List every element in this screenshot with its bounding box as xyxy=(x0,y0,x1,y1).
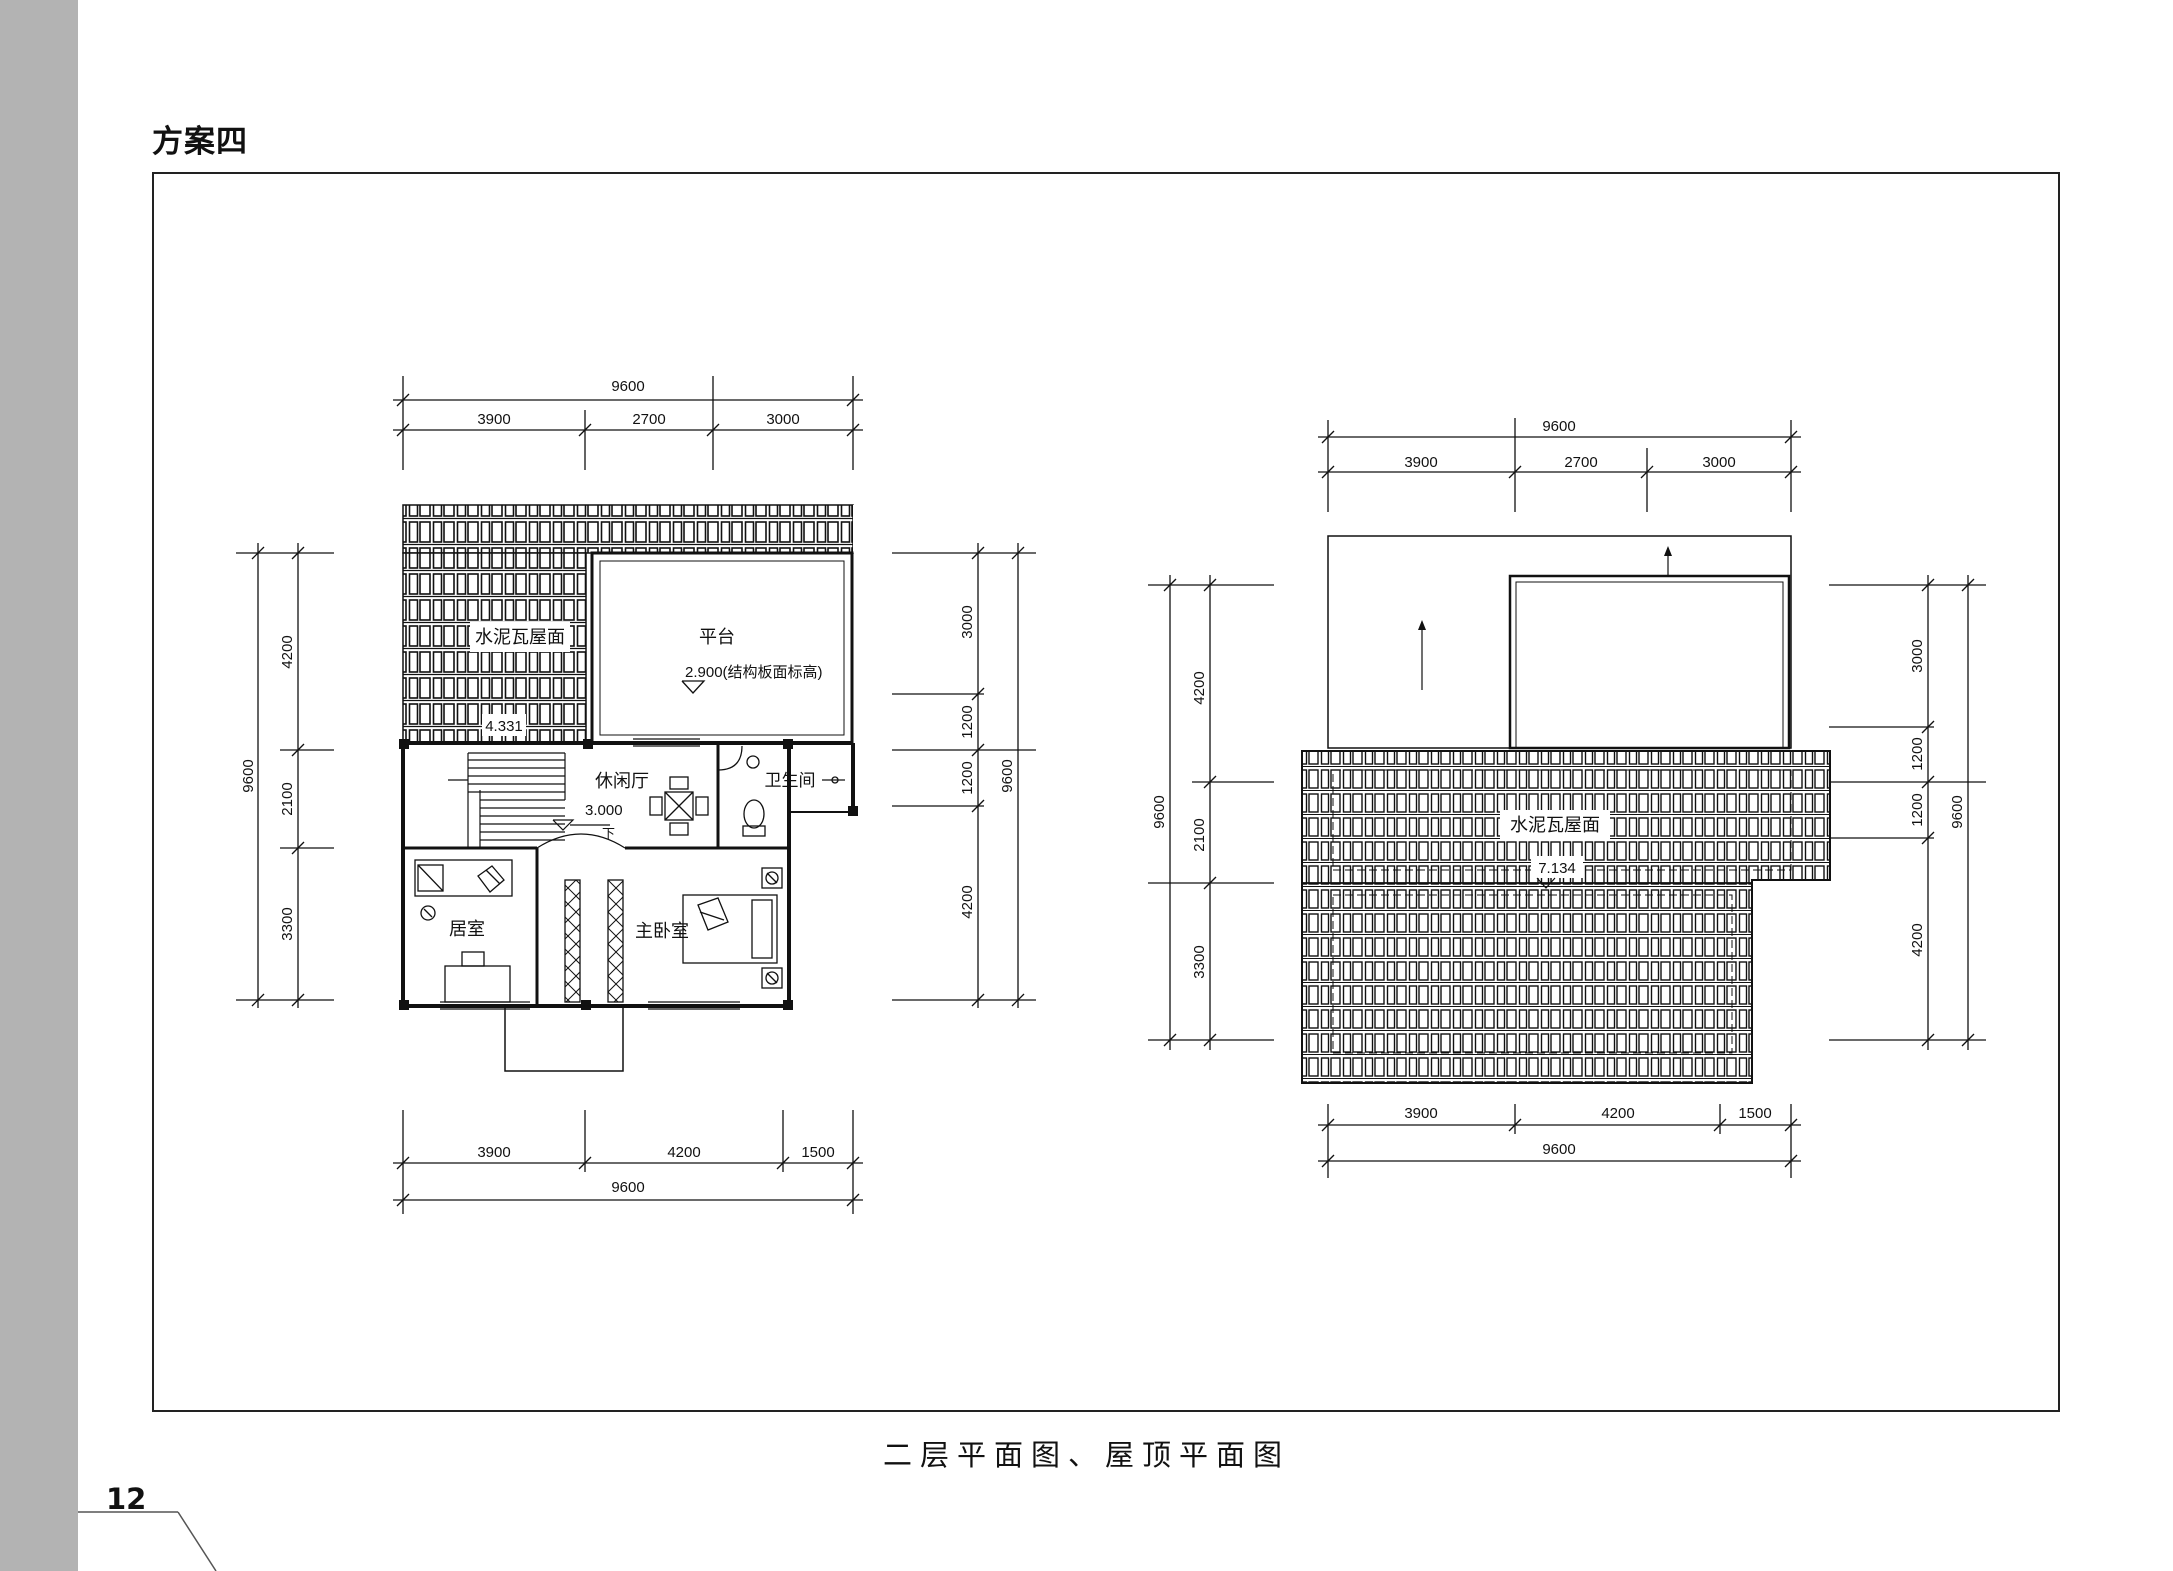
balcony xyxy=(504,1005,624,1072)
page-corner-decoration xyxy=(78,1511,217,1571)
right-dimension-seg-4: 4200 xyxy=(959,885,976,918)
roof-bottom-total-dimension: 9600 xyxy=(1542,1141,1575,1158)
top-dimension-lines xyxy=(393,376,863,470)
roof-bottom-dimension-seg-1: 3900 xyxy=(1404,1105,1437,1122)
roof-level-bg xyxy=(482,714,526,736)
terrace-level: 2.900(结构板面标高) xyxy=(685,663,823,681)
stair-down-mark: 下 xyxy=(602,826,615,841)
scheme-title: 方案四 xyxy=(152,124,248,160)
right-dimension-seg-3: 1200 xyxy=(959,761,976,794)
bottom-total-dimension: 9600 xyxy=(611,1179,644,1196)
top-dimension-seg-3: 3000 xyxy=(766,411,799,428)
left-dimension-seg-3: 3300 xyxy=(279,907,296,940)
staircase xyxy=(448,752,566,848)
bottom-dimension-seg-1: 3900 xyxy=(477,1144,510,1161)
roof-top-dimension-seg-3: 3000 xyxy=(1702,454,1735,471)
second-floor-plan: 9600 3900 2700 3000 3900 4200 1500 9600 xyxy=(236,376,1036,1214)
terrace-label: 平台 xyxy=(699,627,735,647)
roof-left-dimension-seg-3: 3300 xyxy=(1191,945,1208,978)
lounge-table-set xyxy=(649,776,709,836)
roof-label-bg xyxy=(470,622,570,652)
bedroom-label: 居室 xyxy=(449,919,485,939)
roof-top-total-dimension: 9600 xyxy=(1542,418,1575,435)
roof-left-dimension-seg-2: 2100 xyxy=(1191,818,1208,851)
central-door-arc xyxy=(536,833,626,849)
lounge-label: 休闲厅 xyxy=(595,771,649,791)
roof-right-dimension-seg-4: 4200 xyxy=(1909,923,1926,956)
roof-bottom-dimension-lines xyxy=(1318,1104,1801,1178)
roof-plan-level-bg xyxy=(1531,856,1583,878)
roof-plan-tile-label: 水泥瓦屋面 xyxy=(1510,815,1600,835)
bottom-dimension-lines xyxy=(393,1110,863,1214)
roof-plan-label-bg xyxy=(1500,810,1610,840)
master-bedroom-furniture xyxy=(682,867,783,989)
right-total-dimension: 9600 xyxy=(999,759,1016,792)
master-bedroom-label: 主卧室 xyxy=(635,921,689,941)
bathroom-fixtures xyxy=(717,745,845,837)
roof-top-dimension-lines xyxy=(1318,418,1801,512)
roof-left-total-dimension: 9600 xyxy=(1151,795,1168,828)
roof-right-dimension-seg-1: 3000 xyxy=(1909,639,1926,672)
roof-tile-label: 水泥瓦屋面 xyxy=(475,627,565,647)
right-dimension-seg-2: 1200 xyxy=(959,705,976,738)
roof-bottom-dimension-seg-2: 4200 xyxy=(1601,1105,1634,1122)
upper-roof-outline xyxy=(1327,535,1792,750)
window-openings xyxy=(440,738,740,1010)
roof-top-dimension-seg-2: 2700 xyxy=(1564,454,1597,471)
roof-left-dimension-lines xyxy=(1148,575,1274,1050)
page-number: 12 xyxy=(106,1482,147,1516)
roof-right-dimension-seg-3: 1200 xyxy=(1909,793,1926,826)
top-total-dimension: 9600 xyxy=(611,378,644,395)
bathroom-label: 卫生间 xyxy=(765,771,816,790)
roof-plan-level-mark xyxy=(1536,877,1556,889)
tile-roof-area xyxy=(402,504,861,744)
bottom-dimension-seg-2: 4200 xyxy=(667,1144,700,1161)
left-total-dimension: 9600 xyxy=(240,759,257,792)
roof-left-dimension-seg-1: 4200 xyxy=(1191,671,1208,704)
lounge-level-mark xyxy=(552,819,575,831)
top-dimension-seg-1: 3900 xyxy=(477,411,510,428)
roof-right-total-dimension: 9600 xyxy=(1949,795,1966,828)
bottom-dimension-seg-3: 1500 xyxy=(801,1144,834,1161)
drawing-caption: 二层平面图、屋顶平面图 xyxy=(882,1438,1290,1472)
terrace-level-mark xyxy=(681,680,706,694)
wall-columns xyxy=(399,739,858,1010)
roof-plan-level: 7.134 xyxy=(1538,860,1576,877)
roof-top-dimension-seg-1: 3900 xyxy=(1404,454,1437,471)
left-gray-sidebar xyxy=(0,0,78,1571)
bedroom-furniture xyxy=(414,859,513,1003)
left-dimension-seg-1: 4200 xyxy=(279,635,296,668)
roof-right-dimension-lines xyxy=(1829,575,1986,1050)
right-dimension-lines xyxy=(892,543,1036,1008)
right-dimension-seg-1: 3000 xyxy=(959,605,976,638)
roof-level: 4.331 xyxy=(485,718,523,735)
lounge-level: 3.000 xyxy=(585,802,623,819)
roof-bottom-dimension-seg-3: 1500 xyxy=(1738,1105,1771,1122)
roof-plan: 9600 3900 2700 3000 3900 4200 1500 9600 xyxy=(1148,418,1986,1178)
left-dimension-lines xyxy=(236,543,334,1008)
wardrobe-column xyxy=(564,879,624,1003)
left-dimension-seg-2: 2100 xyxy=(279,782,296,815)
roof-right-dimension-seg-2: 1200 xyxy=(1909,737,1926,770)
top-dimension-seg-2: 2700 xyxy=(632,411,665,428)
roof-tile-area xyxy=(1301,750,1831,1084)
drawing-frame xyxy=(152,172,2060,1412)
terrace-walls xyxy=(590,551,854,745)
